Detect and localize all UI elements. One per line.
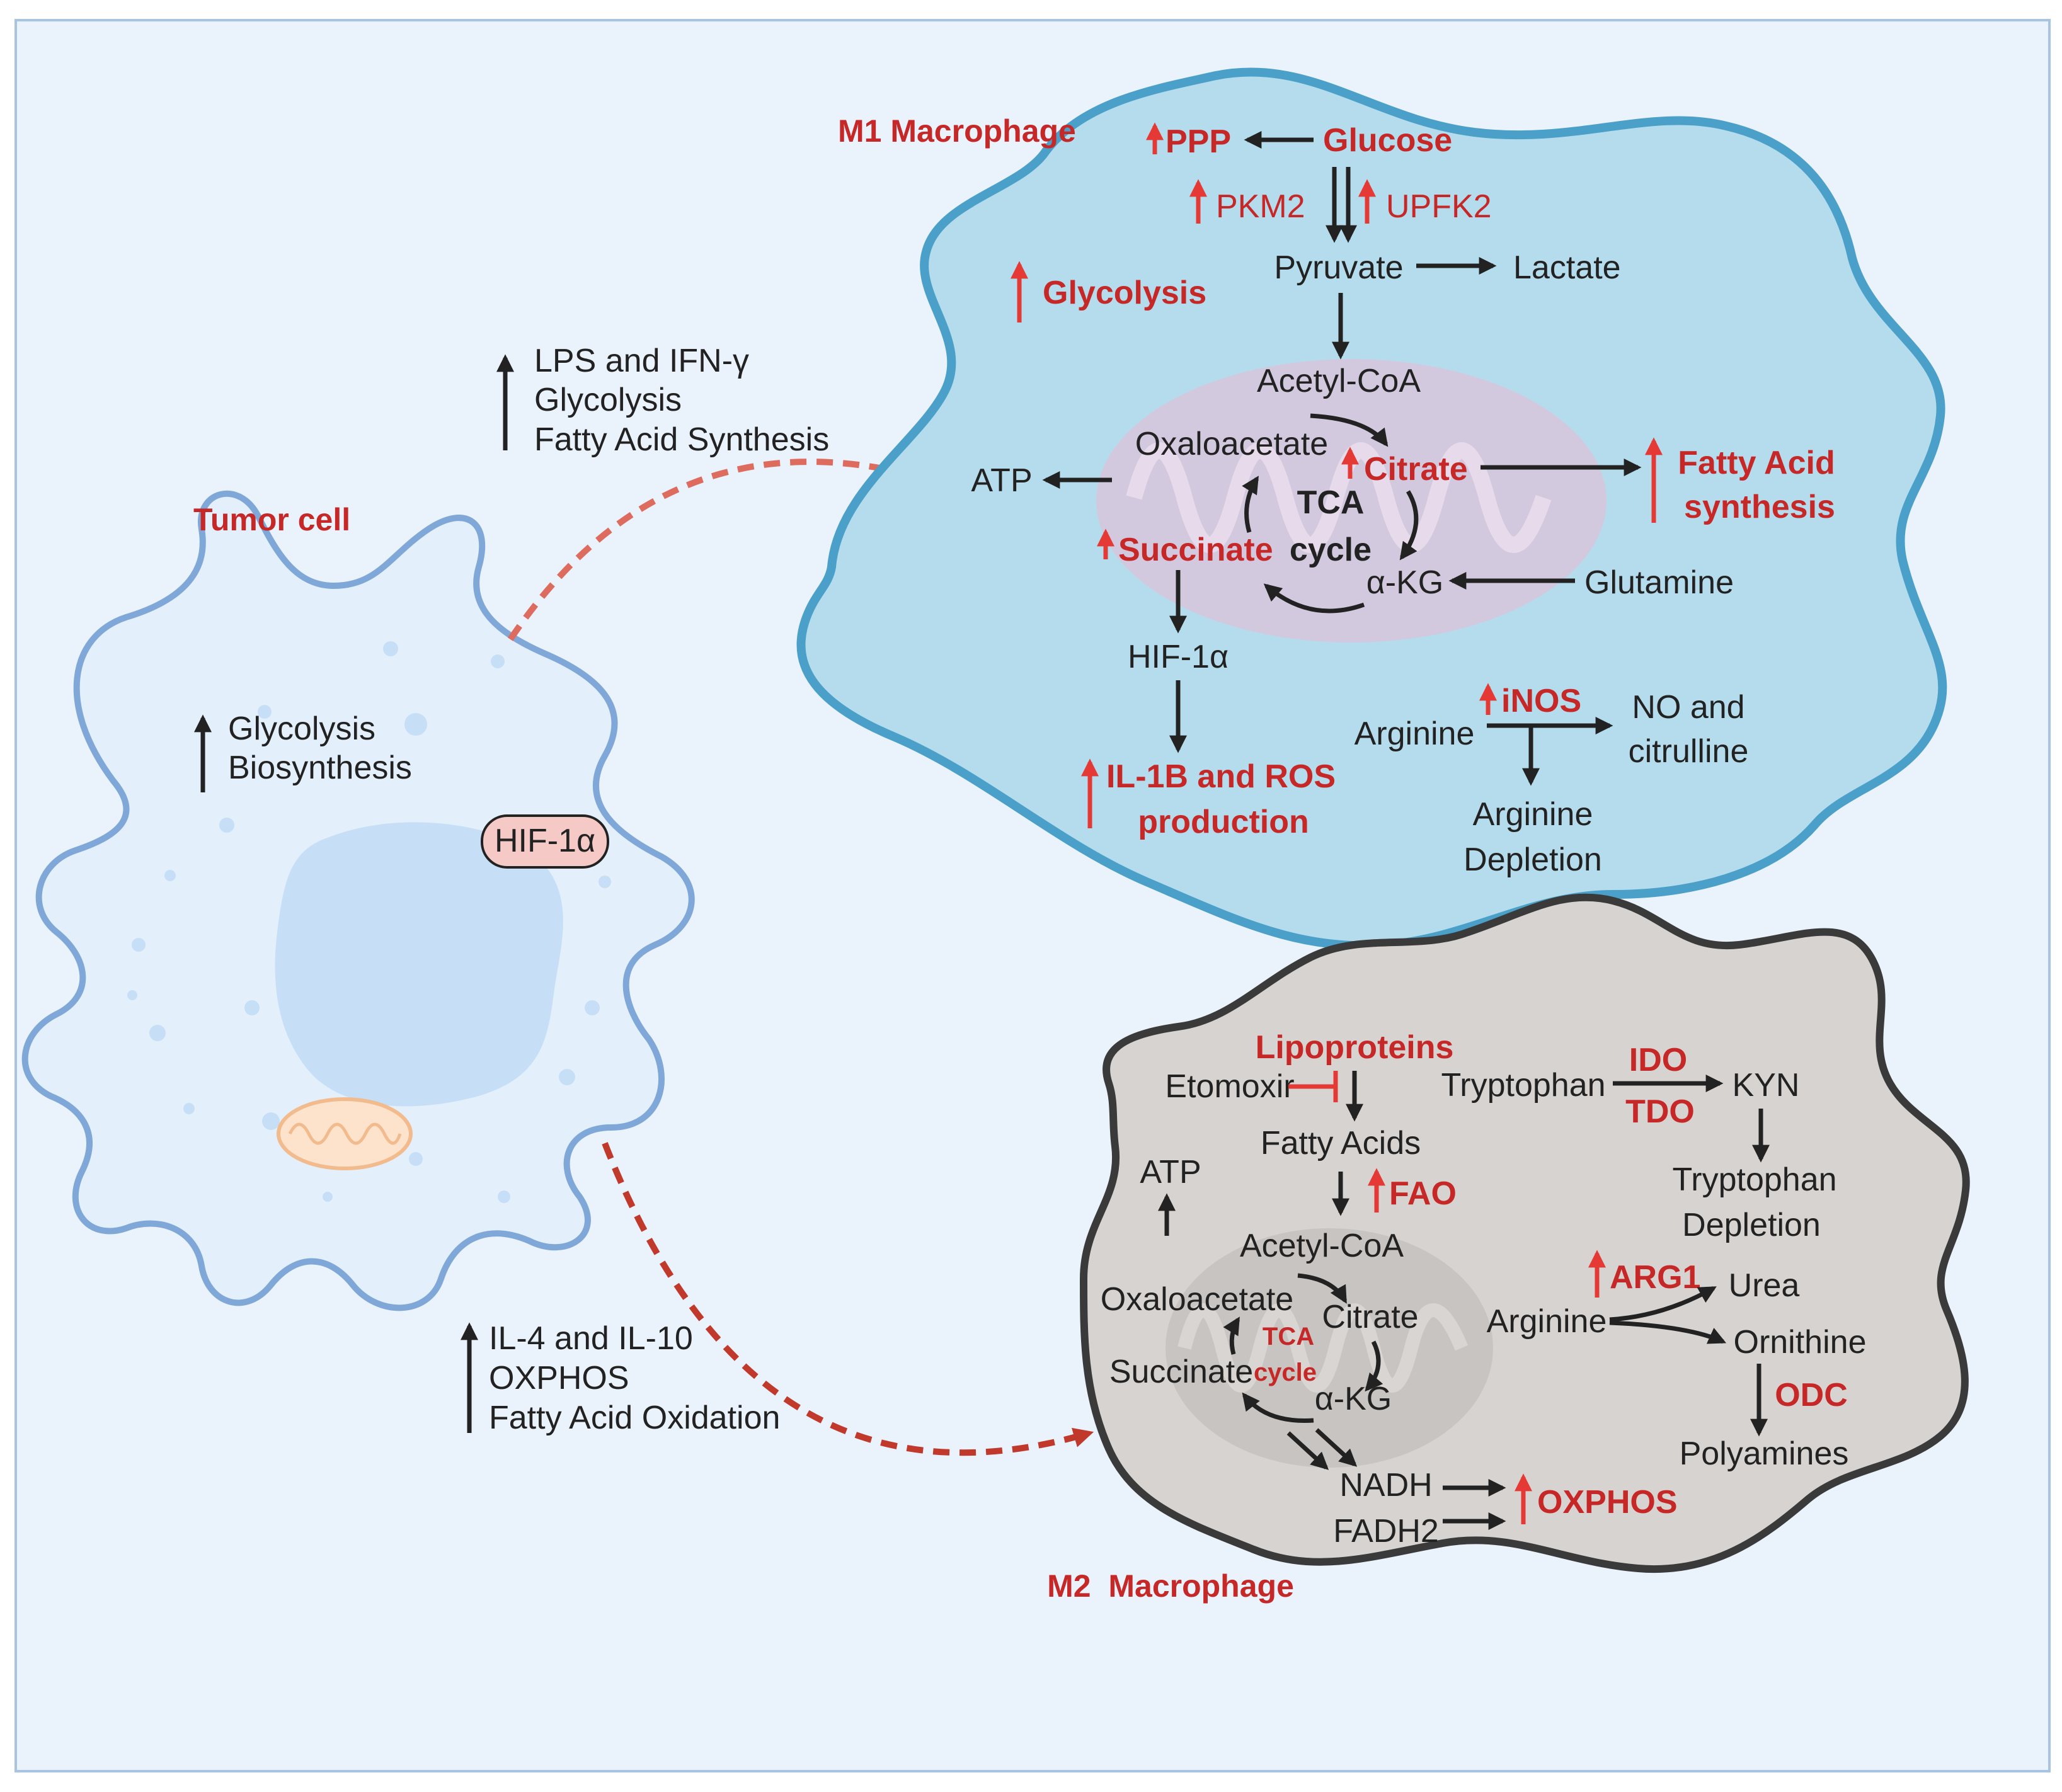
arginine-to-ornithine-arrow [1609,1320,1727,1344]
tca-to-nadh-arrow-a [1286,1431,1329,1470]
m1-citrate: Citrate [1364,451,1468,488]
m1-arginine: Arginine [1355,716,1475,752]
tumor-glycolysis-text: Glycolysis [228,711,375,747]
tumor-vesicles [127,641,611,1203]
m2-tca-line2: cycle [1254,1359,1317,1386]
acetylcoa-to-citrate-arrow [1310,413,1389,447]
succinate-to-oxaloacetate-arrow [1242,476,1259,533]
tca-to-nadh-arrow-b [1315,1428,1358,1467]
m2-succinate-to-oaa-arrow [1223,1316,1240,1355]
m2-title: M2 Macrophage [1047,1568,1294,1604]
m1-upfk2: UPFK2 [1386,188,1492,225]
m1-mitochondrion [1096,359,1607,642]
m2-odc: ODC [1775,1377,1848,1413]
m1-inos: iNOS [1501,683,1581,719]
m2-polyamines: Polyamines [1680,1435,1849,1472]
m2-akg-to-succinate-arrow [1242,1392,1314,1423]
m1-glutamine: Glutamine [1584,564,1734,601]
m2-oxaloacetate: Oxaloacetate [1101,1281,1293,1318]
m2-oxphos: OXPHOS [1537,1484,1678,1521]
tumor-nucleus [275,822,563,1107]
m1-acetyl-coa: Acetyl-CoA [1257,363,1421,399]
m2-atp: ATP [1140,1154,1201,1190]
m2-etomoxir: Etomoxir [1165,1068,1294,1105]
m2-arg1: ARG1 [1610,1259,1700,1296]
m1-oxaloacetate: Oxaloacetate [1135,426,1328,462]
m2-arginine: Arginine [1487,1303,1607,1340]
m1-hif: HIF-1α [1128,639,1229,675]
m2-fatty-acids: Fatty Acids [1261,1125,1421,1161]
m1-glycolysis: Glycolysis [1043,275,1206,311]
m1-fas-line2: synthesis [1684,489,1835,525]
m1-tca-line1: TCA [1297,484,1365,521]
akg-to-succinate-arrow [1263,583,1365,614]
m2-tca-line1: TCA [1263,1323,1314,1350]
m2-acetylcoa-to-citrate-arrow [1297,1273,1348,1304]
m1-signal-line3: Fatty Acid Synthesis [534,421,829,458]
m2-acetyl-coa: Acetyl-CoA [1240,1228,1404,1264]
m2-mitochondrion [1166,1228,1493,1468]
arginine-to-urea-arrow [1609,1286,1717,1322]
m2-nadh: NADH [1339,1467,1432,1504]
m2-succinate: Succinate [1109,1354,1253,1390]
m2-ornithine: Ornithine [1734,1324,1867,1361]
m2-signal-line1: IL-4 and IL-10 [489,1320,693,1357]
m2-fadh2: FADH2 [1333,1513,1439,1549]
m1-akg: α-KG [1366,564,1444,601]
m1-title: M1 Macrophage [838,113,1076,149]
m2-signal-line2: OXPHOS [489,1360,629,1396]
m2-akg: α-KG [1315,1381,1392,1417]
m1-fas-line1: Fatty Acid [1678,445,1835,481]
m1-il1-line2: production [1138,804,1309,840]
m2-tdo: TDO [1625,1093,1695,1130]
m2-urea: Urea [1729,1267,1800,1304]
m1-atp: ATP [971,462,1032,499]
m1-argdep-line1: Arginine [1473,796,1593,833]
m1-no-line1: NO and [1632,689,1744,726]
m1-tca-line2: cycle [1290,532,1372,568]
citrate-to-akg-arrow [1399,490,1419,561]
m2-trpdep-line1: Tryptophan [1672,1161,1836,1198]
m1-ppp: PPP [1166,123,1231,160]
m2-tryptophan: Tryptophan [1441,1067,1605,1104]
m2-kyn: KYN [1733,1067,1800,1104]
tumor-cell-title: Tumor cell [193,502,350,537]
m1-glucose: Glucose [1323,122,1452,159]
m2-fao: FAO [1389,1175,1457,1212]
m1-pkm2: PKM2 [1216,188,1305,225]
m2-trpdep-line2: Depletion [1682,1207,1821,1243]
tumor-mitochondrion [277,1097,413,1170]
m2-ido: IDO [1629,1042,1687,1078]
m2-lipoproteins: Lipoproteins [1256,1029,1454,1066]
tumor-biosynthesis-text: Biosynthesis [228,750,412,786]
tumor-to-m2-arrow [602,1142,1094,1456]
m2-citrate-to-akg-arrow [1365,1340,1383,1392]
m1-lactate: Lactate [1513,249,1621,286]
m1-argdep-line2: Depletion [1463,842,1602,878]
m1-pyruvate: Pyruvate [1274,249,1403,286]
m1-signal-line2: Glycolysis [534,382,682,418]
m1-succinate: Succinate [1118,532,1273,568]
m2-citrate: Citrate [1322,1299,1418,1335]
hif-badge [481,814,609,869]
m1-signal-line1: LPS and IFN-γ [534,343,749,379]
hif-badge-text: HIF-1α [495,823,595,859]
m1-no-line2: citrulline [1629,733,1749,770]
m1-il1-line1: IL-1B and ROS [1106,758,1336,795]
m2-signal-line3: Fatty Acid Oxidation [489,1400,780,1436]
